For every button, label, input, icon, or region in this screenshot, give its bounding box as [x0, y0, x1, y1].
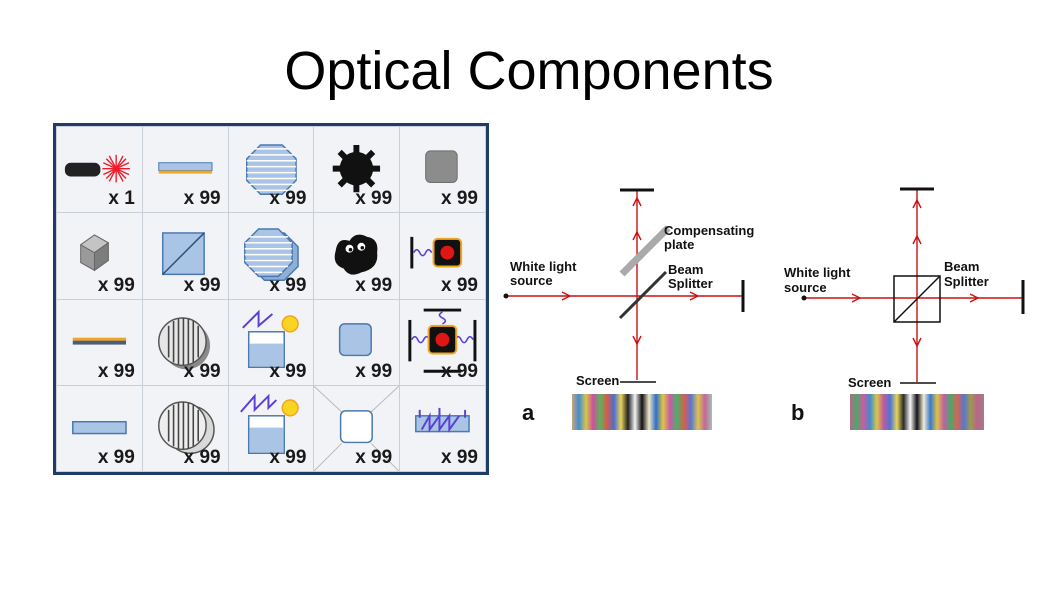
compensating-plate	[619, 225, 671, 277]
blue-plate-icon	[72, 420, 127, 435]
grating-cylinder-icon	[157, 316, 210, 369]
source-label-line1: White light	[510, 259, 577, 274]
count-label: x 99	[183, 188, 221, 210]
palette-cell-grating-cylinder[interactable]: x 99	[142, 299, 228, 385]
count-label: x 99	[97, 274, 135, 296]
palette-cell-grating-cylinder-pair[interactable]: x 99	[142, 385, 228, 471]
gray-square-icon	[425, 150, 458, 183]
beam-splitter-icon	[161, 232, 205, 276]
fringe-pattern-b	[850, 394, 984, 430]
palette-cell-flat-mirror[interactable]: x 99	[142, 127, 228, 213]
wave-tank-icon	[415, 407, 470, 433]
laser-icon	[64, 154, 130, 183]
count-label: x 99	[97, 360, 135, 382]
beam-splitter-label-line1: Beam	[944, 259, 979, 274]
palette-cell-gray-square[interactable]: x 99	[400, 127, 485, 213]
palette-cell-cube[interactable]: x 99	[57, 213, 142, 299]
palette-cell-water-tank-wave[interactable]: x 99	[228, 385, 314, 471]
palette-cell-creature[interactable]: x 99	[314, 213, 400, 299]
beam-splitter	[618, 270, 668, 320]
screen-label: Screen	[576, 373, 619, 388]
interferometer-diagram-a: White light source Compensating plate Be…	[503, 188, 754, 430]
grating-octagon-icon	[245, 144, 297, 196]
beam-splitter-label-line2: Splitter	[944, 274, 989, 289]
grating-cylinder-pair-icon	[157, 401, 215, 454]
beam-splitter-label-line1: Beam	[668, 262, 703, 277]
panel-letter-b: b	[791, 400, 804, 425]
count-label: x 99	[183, 447, 221, 468]
palette-cell-laser[interactable]: x 1	[57, 127, 142, 213]
palette-cell-thin-plate[interactable]: x 99	[57, 299, 142, 385]
thin-plate-icon	[72, 337, 127, 345]
count-label: x 99	[441, 360, 478, 382]
compensating-label-line2: plate	[664, 237, 694, 252]
palette-cell-blue-square[interactable]: x 99	[314, 299, 400, 385]
component-grid: x 1 x 99 x 99	[56, 126, 486, 472]
component-palette: x 1 x 99 x 99	[53, 123, 489, 475]
gear-blocker-icon	[333, 144, 381, 193]
detector-frame-icon	[408, 308, 477, 373]
palette-cell-gear-blocker[interactable]: x 99	[314, 127, 400, 213]
creature-icon	[335, 234, 378, 275]
palette-cell-wave-tank[interactable]: x 99	[400, 385, 485, 471]
beam-paths	[506, 190, 742, 380]
count-label: x 99	[269, 447, 307, 468]
palette-cell-grating-octagon-pair[interactable]: x 99	[228, 213, 314, 299]
cube-icon	[79, 234, 110, 272]
compensating-label-line1: Compensating	[664, 223, 754, 238]
flat-mirror-icon	[158, 162, 213, 174]
beam-splitter-diagonal	[893, 275, 941, 323]
blue-square-icon	[339, 322, 373, 356]
beam-splitter-cube	[893, 275, 941, 323]
count-label: x 99	[269, 188, 307, 210]
light-source-point	[801, 295, 807, 301]
palette-cell-blue-plate[interactable]: x 99	[57, 385, 142, 471]
source-label-line2: source	[510, 273, 553, 288]
count-label: x 99	[97, 447, 135, 468]
count-label: x 99	[355, 188, 393, 210]
source-label-line2: source	[784, 280, 827, 295]
water-tank-icon	[241, 309, 299, 368]
palette-cell-beam-splitter[interactable]: x 99	[142, 213, 228, 299]
palette-cell-grating-octagon[interactable]: x 99	[228, 127, 314, 213]
count-label: x 99	[269, 360, 307, 382]
count-label: x 99	[441, 188, 478, 210]
count-label: x 1	[108, 188, 135, 210]
light-source-point	[503, 293, 509, 299]
count-label: x 99	[183, 360, 221, 382]
count-label: x 99	[441, 274, 478, 296]
count-label: x 99	[269, 274, 307, 296]
palette-cell-detector-frame[interactable]: x 99	[400, 299, 485, 385]
empty-square-icon	[314, 385, 400, 471]
water-tank-wave-icon	[239, 393, 299, 454]
count-label: x 99	[355, 447, 393, 468]
detector-icon	[410, 237, 463, 269]
count-label: x 99	[355, 274, 393, 296]
fringe-pattern-a	[572, 394, 712, 430]
count-label: x 99	[355, 360, 393, 382]
count-label: x 99	[441, 447, 478, 468]
source-label-line1: White light	[784, 265, 851, 280]
count-label: x 99	[183, 274, 221, 296]
panel-letter-a: a	[522, 400, 535, 425]
screen-label: Screen	[848, 375, 891, 390]
palette-cell-water-tank[interactable]: x 99	[228, 299, 314, 385]
beam-splitter-label-line2: Splitter	[668, 276, 713, 291]
page-title: Optical Components	[284, 41, 774, 101]
grating-octagon-pair-icon	[243, 228, 299, 282]
palette-cell-empty-square[interactable]: x 99	[314, 385, 400, 471]
beam-paths	[804, 190, 1022, 382]
palette-cell-detector[interactable]: x 99	[400, 213, 485, 299]
interferometer-diagram-b: White light source Beam Splitter Screen …	[784, 187, 1025, 430]
